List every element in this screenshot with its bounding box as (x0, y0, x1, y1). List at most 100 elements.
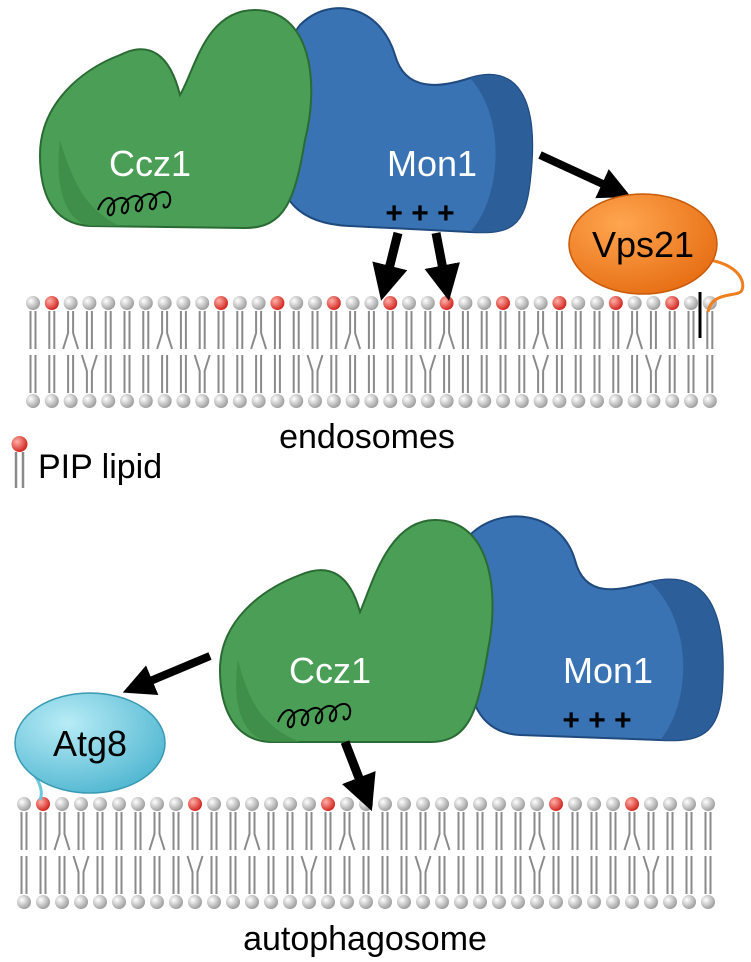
lipid-head (101, 296, 116, 310)
lipid-head (138, 296, 153, 310)
lipid-head (530, 797, 544, 811)
lipid-head (702, 296, 717, 310)
lipid-head (195, 296, 210, 310)
lipid-head (587, 895, 601, 909)
ccz1-helix-coil (97, 191, 172, 217)
lipid-tail (542, 311, 550, 350)
lipid-head (701, 895, 715, 909)
lipid-head (383, 394, 398, 408)
lipid-tail (443, 812, 451, 851)
lipid-head (270, 394, 285, 408)
mon1-positive-charge-bottom: + + + (562, 704, 631, 737)
lipid-tail (243, 812, 251, 851)
lipid-head (627, 296, 642, 310)
lipid-head (150, 797, 164, 811)
lipid-head (82, 394, 97, 408)
lipid-head (251, 394, 266, 408)
lipid-head (169, 797, 183, 811)
ccz1-to-atg8-arrow (122, 652, 212, 695)
lipid-head (232, 394, 247, 408)
lipid-head (587, 797, 601, 811)
pip-lipid-head (665, 296, 680, 310)
lipid-tail (166, 311, 174, 350)
autophagosome-membrane (17, 797, 715, 909)
lipid-head (514, 296, 529, 310)
lipid-head (663, 797, 677, 811)
lipid-head (606, 895, 620, 909)
lipid-head (120, 296, 134, 310)
lipid-head (435, 797, 449, 811)
pip-lipid-head (321, 797, 335, 811)
lipid-head (571, 394, 586, 408)
lipid-head (625, 895, 639, 909)
lipid-head (435, 895, 449, 909)
lipid-head (226, 895, 240, 909)
lipid-head (359, 797, 373, 811)
lipid-head (131, 895, 145, 909)
lipid-tail (542, 354, 550, 393)
lipid-head (44, 394, 59, 408)
lipid-tail (642, 855, 650, 894)
lipid-head (627, 394, 642, 408)
pip-lipid-head (496, 296, 510, 310)
lipid-tail (80, 354, 88, 393)
mon1-membrane-arrow-1 (372, 231, 408, 301)
lipid-tail (53, 812, 61, 851)
lipid-head (340, 895, 354, 909)
lipid-head (684, 296, 698, 310)
lipid-head (93, 895, 107, 909)
lipid-head (590, 296, 604, 310)
lipid-tail (253, 812, 261, 851)
lipid-head (416, 895, 430, 909)
lipid-head (251, 296, 266, 310)
lipid-head (608, 394, 623, 408)
lipid-head (492, 797, 506, 811)
lipid-head (207, 797, 221, 811)
lipid-head (326, 394, 341, 408)
lipid-tail (528, 812, 536, 851)
mon1-positive-charge: + + + (385, 197, 454, 230)
lipid-head (283, 895, 297, 909)
pip-lipid-head (326, 296, 341, 310)
lipid-head (416, 797, 430, 811)
lipid-head (511, 797, 525, 811)
lipid-head (74, 895, 88, 909)
lipid-head (157, 394, 172, 408)
lipid-head (514, 394, 529, 408)
lipid-head (264, 895, 278, 909)
lipid-head (302, 895, 316, 909)
lipid-head (682, 797, 696, 811)
lipid-head (157, 296, 172, 310)
atg8-protein (14, 692, 166, 801)
lipid-head (207, 895, 221, 909)
legend-label: PIP lipid (38, 448, 162, 486)
pip-lipid-head (625, 797, 639, 811)
lipid-tail (90, 354, 98, 393)
lipid-head (82, 296, 97, 310)
lipid-tail (438, 311, 446, 350)
lipid-tail (186, 855, 194, 894)
lipid-head (74, 797, 88, 811)
lipid-head (644, 797, 658, 811)
lipid-head (458, 394, 473, 408)
lipid-tail (448, 311, 456, 350)
lipid-head (378, 895, 392, 909)
lipid-tail (148, 812, 156, 851)
lipid-head (302, 797, 316, 811)
autophagosome-membrane-label: autophagosome (243, 920, 487, 958)
lipid-head (552, 394, 567, 408)
lipid-head (454, 797, 468, 811)
lipid-head (150, 895, 164, 909)
lipid-head (533, 296, 548, 310)
lipid-head (93, 797, 107, 811)
mon1-label-bottom: Mon1 (563, 650, 653, 691)
lipid-head (17, 895, 31, 909)
pip-lipid-head (439, 296, 454, 310)
lipid-head (345, 394, 360, 408)
pip-lipid-head (36, 797, 50, 811)
lipid-tail (433, 812, 441, 851)
lipid-head (454, 895, 468, 909)
lipid-head (245, 895, 259, 909)
lipid-head (340, 797, 354, 811)
lipid-head (665, 394, 680, 408)
